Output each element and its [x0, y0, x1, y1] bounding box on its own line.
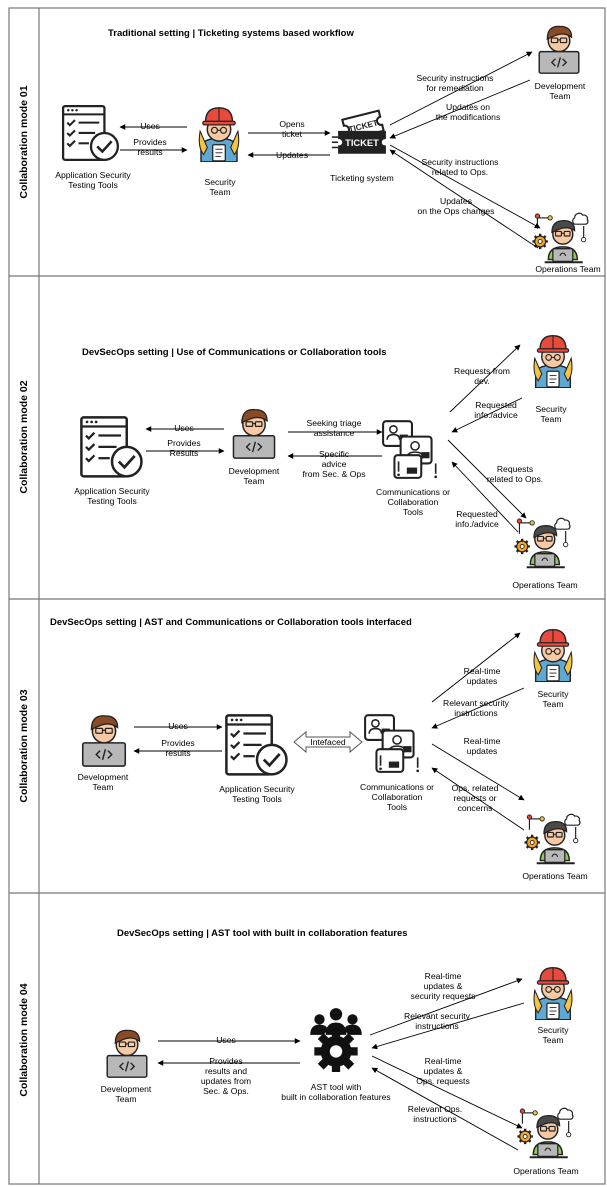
operations-engineer-icon: [524, 813, 582, 865]
mode-04-side-label: Collaboration mode 04: [18, 983, 30, 1096]
chat-profiles-icon: [382, 420, 439, 480]
ops-team-caption: Operations Team: [513, 1166, 578, 1176]
ast-checklist-icon: [225, 714, 288, 776]
uses-label: Uses: [140, 121, 160, 131]
ticket-icon: [330, 109, 386, 154]
relevant-ops-instr-label: Relevant Ops.instructions: [408, 1104, 462, 1124]
mode-03-title: DevSecOps setting | AST and Communicatio…: [50, 617, 412, 628]
interfaced-double-arrow: [293, 730, 363, 754]
mode-03-arrows: [133, 632, 525, 831]
mode-03-side-label: Collaboration mode 03: [18, 689, 30, 802]
ticketing-system-caption: Ticketing system: [330, 173, 394, 183]
panel-frame: [8, 7, 606, 1185]
developer-laptop-icon: [232, 408, 276, 459]
mode-02-arrows: [145, 344, 527, 533]
developer-laptop-icon: [81, 714, 127, 767]
mode-01-title: Traditional setting | Ticketing systems …: [108, 28, 354, 39]
mode-01-arrows: [119, 51, 541, 249]
security-engineer-icon: [533, 967, 573, 1020]
operations-engineer-icon: [517, 1107, 575, 1159]
security-engineer-icon: [198, 107, 240, 162]
mode-04-title: DevSecOps setting | AST tool with built …: [117, 928, 408, 939]
interfaced-label: Intefaced: [310, 737, 346, 747]
mode-01-side-label: Collaboration mode 01: [18, 85, 30, 198]
mode-04-arrows: [157, 978, 525, 1151]
developer-laptop-icon: [538, 25, 580, 74]
mode-02-title: DevSecOps setting | Use of Communication…: [82, 347, 387, 358]
ops-team-caption: Operations Team: [522, 871, 587, 881]
security-engineer-icon: [533, 335, 573, 388]
ops-team-caption: Operations Team: [535, 264, 600, 274]
chat-profiles-icon: [364, 714, 421, 774]
operations-engineer-icon: [532, 212, 590, 264]
uses-label: Uses: [174, 423, 194, 433]
team-gear-icon: [310, 1008, 362, 1072]
updates-label: Updates: [276, 150, 308, 160]
developer-laptop-icon: [106, 1029, 148, 1078]
ast-checklist-icon: [80, 416, 143, 478]
operations-engineer-icon: [514, 517, 572, 569]
mode-02-side-label: Collaboration mode 02: [18, 380, 30, 493]
security-engineer-icon: [533, 629, 573, 682]
ast-checklist-icon: [61, 104, 120, 162]
ops-team-caption: Operations Team: [512, 580, 577, 590]
uses-label: Uses: [216, 1035, 236, 1045]
uses-label: Uses: [168, 721, 188, 731]
